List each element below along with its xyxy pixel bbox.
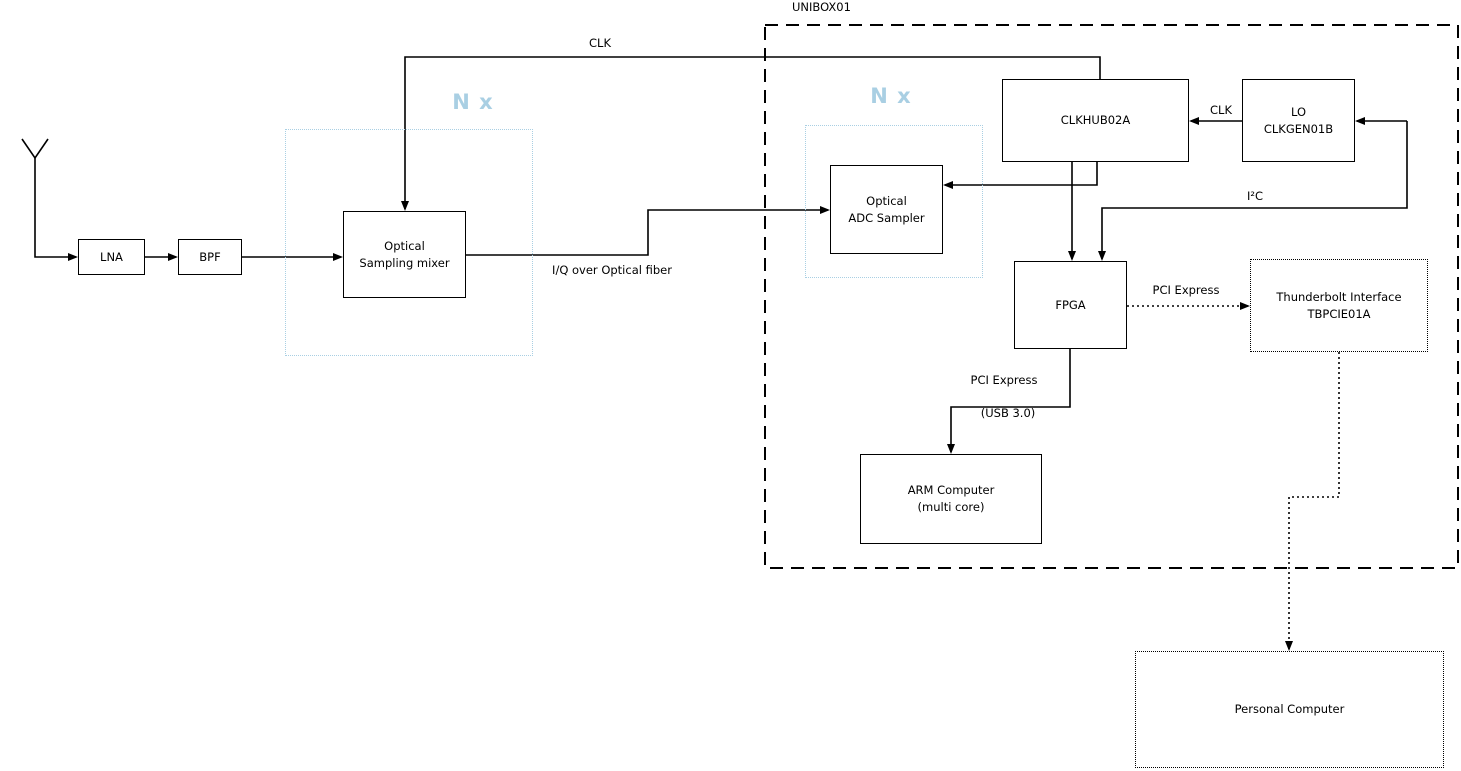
edge-clkhub-mixer-clk <box>401 56 1101 211</box>
edge-thunderbolt-pc <box>1285 352 1340 651</box>
edge-mixer-adc <box>466 206 830 256</box>
nx-label-left: N x <box>452 90 494 114</box>
fpga-node: FPGA <box>1014 261 1127 349</box>
bpf-node: BPF <box>178 239 242 275</box>
edge-i2c-fpga <box>1098 121 1408 261</box>
arm-computer-node: ARM Computer (multi core) <box>860 454 1042 544</box>
optical-sampling-mixer-node: Optical Sampling mixer <box>343 211 466 298</box>
pcie-thunderbolt-label: PCI Express <box>1152 283 1220 297</box>
lo-clkgen01b-node: LO CLKGEN01B <box>1242 79 1355 162</box>
edge-antenna-lna <box>34 157 78 261</box>
personal-computer-node: Personal Computer <box>1135 651 1444 768</box>
edge-fpga-arm <box>947 349 1071 454</box>
nx-group-right <box>805 125 983 278</box>
pcie-arm-label: PCI Express <box>970 373 1038 387</box>
edge-clkhub-adc-clk <box>943 162 1098 189</box>
optical-adc-sampler-node: Optical ADC Sampler <box>830 165 943 254</box>
thunderbolt-interface-node: Thunderbolt Interface TBPCIE01A <box>1250 259 1428 352</box>
unibox-label: UNIBOX01 <box>792 0 851 14</box>
clkhub02a-node: CLKHUB02A <box>1002 79 1189 162</box>
i2c-label: I²C <box>1246 189 1264 203</box>
lna-node: LNA <box>78 239 145 275</box>
iq-fiber-label: I/Q over Optical fiber <box>552 263 672 277</box>
clk-main-label: CLK <box>589 36 611 50</box>
usb-label: (USB 3.0) <box>980 406 1036 420</box>
nx-group-left <box>285 129 533 356</box>
nx-label-right: N x <box>870 84 912 108</box>
clk-lo-label: CLK <box>1210 103 1232 117</box>
antenna-icon <box>21 138 49 160</box>
unibox-outline <box>764 24 1459 569</box>
